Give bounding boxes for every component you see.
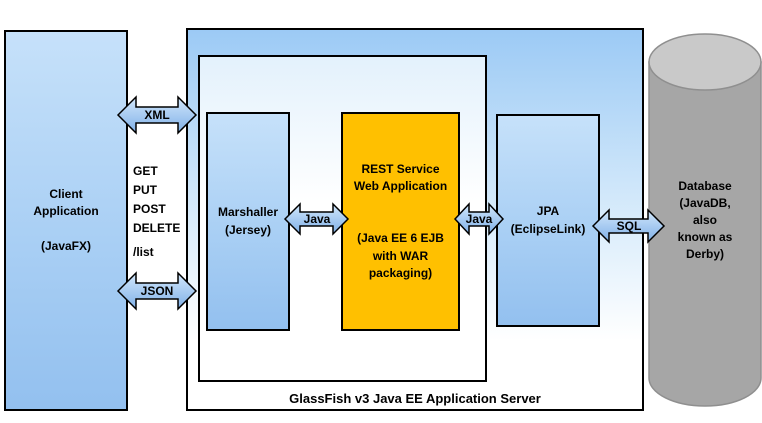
http-method-post: POST bbox=[133, 202, 166, 216]
client-application-label: Client Application (JavaFX) bbox=[33, 186, 99, 253]
http-method-delete: DELETE bbox=[133, 221, 181, 235]
glassfish-server-label: GlassFish v3 Java EE Application Server bbox=[289, 391, 541, 406]
http-method-list: /list bbox=[133, 245, 154, 259]
http-method-get: GET bbox=[133, 164, 158, 178]
http-method-put: PUT bbox=[133, 183, 157, 197]
database-label: Database (JavaDB, also known as Derby) bbox=[677, 179, 733, 262]
http-methods-list: GET PUT POST DELETE /list bbox=[133, 162, 193, 262]
marshaller-box: Marshaller (Jersey) bbox=[206, 112, 290, 331]
jpa-label: JPA (EclipseLink) bbox=[510, 204, 586, 236]
java-arrow-left-label: Java bbox=[303, 212, 331, 226]
client-application-box: Client Application (JavaFX) bbox=[4, 30, 128, 411]
java-arrow-right-label: Java bbox=[465, 212, 493, 226]
rest-service-box: REST Service Web Application (Java EE 6 … bbox=[341, 112, 460, 331]
marshaller-label: Marshaller (Jersey) bbox=[217, 205, 279, 237]
jpa-box: JPA (EclipseLink) bbox=[496, 114, 600, 327]
xml-arrow-label: XML bbox=[144, 108, 170, 122]
sql-arrow-label: SQL bbox=[616, 219, 642, 233]
rest-service-label: REST Service Web Application (Java EE 6 … bbox=[353, 161, 448, 280]
json-arrow-label: JSON bbox=[140, 284, 174, 298]
